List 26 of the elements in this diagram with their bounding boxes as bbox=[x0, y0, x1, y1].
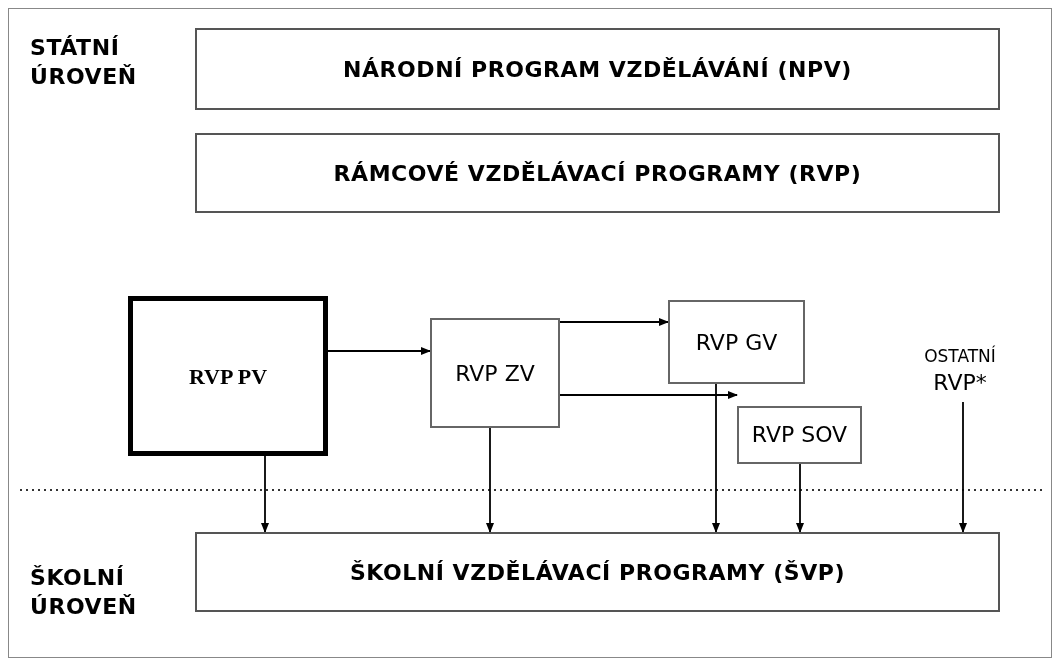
program-box bbox=[737, 406, 862, 464]
arrow bbox=[261, 455, 269, 533]
program-label: RVP ZV bbox=[455, 359, 535, 388]
arrow bbox=[327, 347, 431, 355]
program-label: NÁRODNÍ PROGRAM VZDĚLÁVÁNÍ (NPV) bbox=[343, 55, 852, 84]
arrow bbox=[959, 401, 967, 533]
program-label: RÁMCOVÉ VZDĚLÁVACÍ PROGRAMY (RVP) bbox=[333, 159, 862, 188]
program-box bbox=[668, 300, 805, 384]
program-label: RVP* bbox=[933, 368, 987, 397]
program-box bbox=[195, 28, 1000, 110]
level-label: ŠKOLNÍ ÚROVEŇ bbox=[30, 564, 138, 621]
arrow bbox=[712, 383, 720, 533]
program-label: RVP SOV bbox=[751, 421, 848, 450]
arrow bbox=[559, 391, 738, 399]
arrow bbox=[796, 463, 804, 533]
program-box bbox=[128, 296, 328, 456]
program-box bbox=[430, 318, 560, 428]
program-label: OSTATNÍ bbox=[924, 344, 996, 368]
program-label: RVP GV bbox=[695, 328, 778, 357]
arrow bbox=[486, 427, 494, 533]
program-label: RVP PV bbox=[188, 362, 268, 391]
program-label: ŠKOLNÍ VZDĚLÁVACÍ PROGRAMY (ŠVP) bbox=[349, 558, 846, 587]
program-box bbox=[195, 532, 1000, 612]
level-label: STÁTNÍ ÚROVEŇ bbox=[30, 34, 138, 91]
arrow bbox=[559, 318, 669, 326]
program-box bbox=[195, 133, 1000, 213]
